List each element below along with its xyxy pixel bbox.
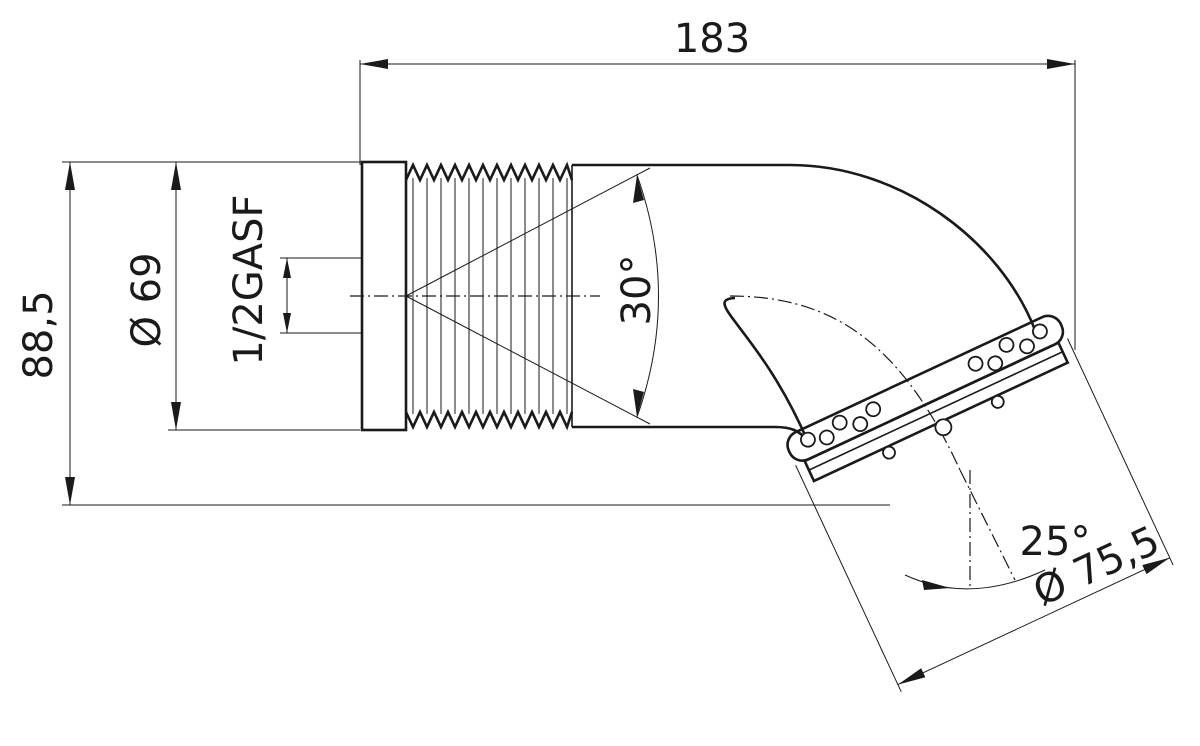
shower-head: Ø 75,5 <box>786 314 1174 693</box>
overall-length-dimension: 183 <box>359 16 1076 350</box>
thread-label: 1/2GASF <box>226 194 272 365</box>
inlet-diameter-label: Ø 69 <box>124 252 170 347</box>
swivel-angle-label: 30° <box>614 255 660 326</box>
head-angle-label: 25° <box>1020 519 1091 565</box>
overall-height-dimension: 88,5 <box>16 161 890 506</box>
head-angle-dimension: 25° <box>904 519 1091 590</box>
swivel-angle-dimension: 30° <box>405 167 660 425</box>
inlet-diameter-dimension: Ø 69 <box>124 161 360 431</box>
overall-length-label: 183 <box>674 16 750 62</box>
overall-height-label: 88,5 <box>16 290 62 379</box>
centre-lines <box>350 295 1016 590</box>
thread-dimension: 1/2GASF <box>226 194 362 366</box>
